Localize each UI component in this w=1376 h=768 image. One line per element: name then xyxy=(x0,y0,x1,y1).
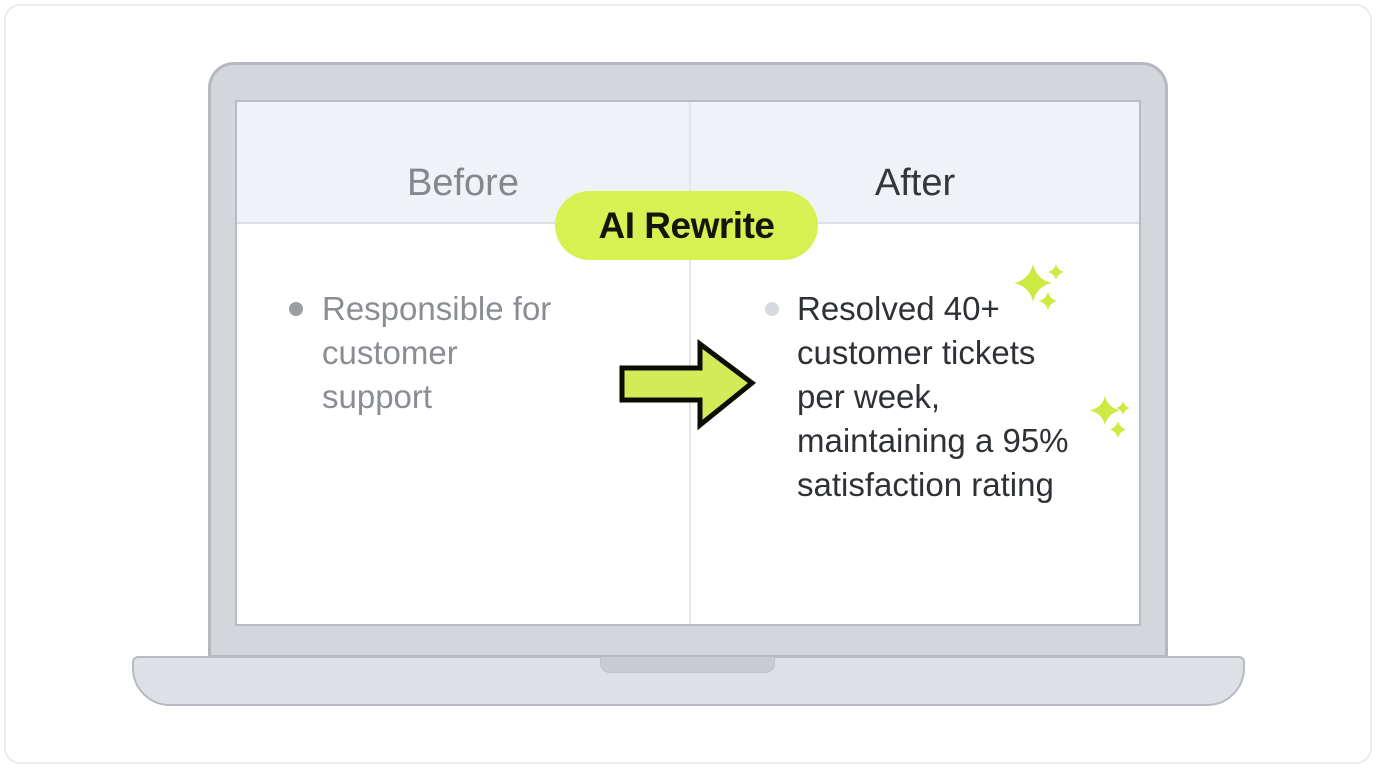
laptop-hinge-notch xyxy=(600,657,775,673)
sparkles-icon xyxy=(1086,390,1138,449)
before-column-header: Before xyxy=(407,162,519,204)
after-bullet-text: Resolved 40+ customer tickets per week, … xyxy=(797,287,1069,507)
after-line-4: maintaining a 95% xyxy=(797,422,1069,459)
column-divider xyxy=(689,102,691,624)
after-column-header: After xyxy=(874,162,956,204)
sparkles-icon xyxy=(1008,256,1074,327)
after-line-5: satisfaction rating xyxy=(797,466,1054,503)
after-line-3: per week, xyxy=(797,378,941,415)
before-bullet-dot xyxy=(289,302,303,316)
before-line-3: support xyxy=(322,378,433,415)
after-bullet-dot xyxy=(765,302,779,316)
after-line-1: Resolved 40+ xyxy=(797,290,1000,327)
right-arrow-icon xyxy=(613,336,761,438)
ai-rewrite-badge: AI Rewrite xyxy=(555,191,818,260)
before-line-2: customer xyxy=(322,334,458,371)
laptop-screen: Before After Responsible for customer su… xyxy=(235,100,1141,626)
before-bullet-text: Responsible for customer support xyxy=(322,287,551,419)
before-line-1: Responsible for xyxy=(322,290,552,327)
after-line-2: customer tickets xyxy=(797,334,1036,371)
